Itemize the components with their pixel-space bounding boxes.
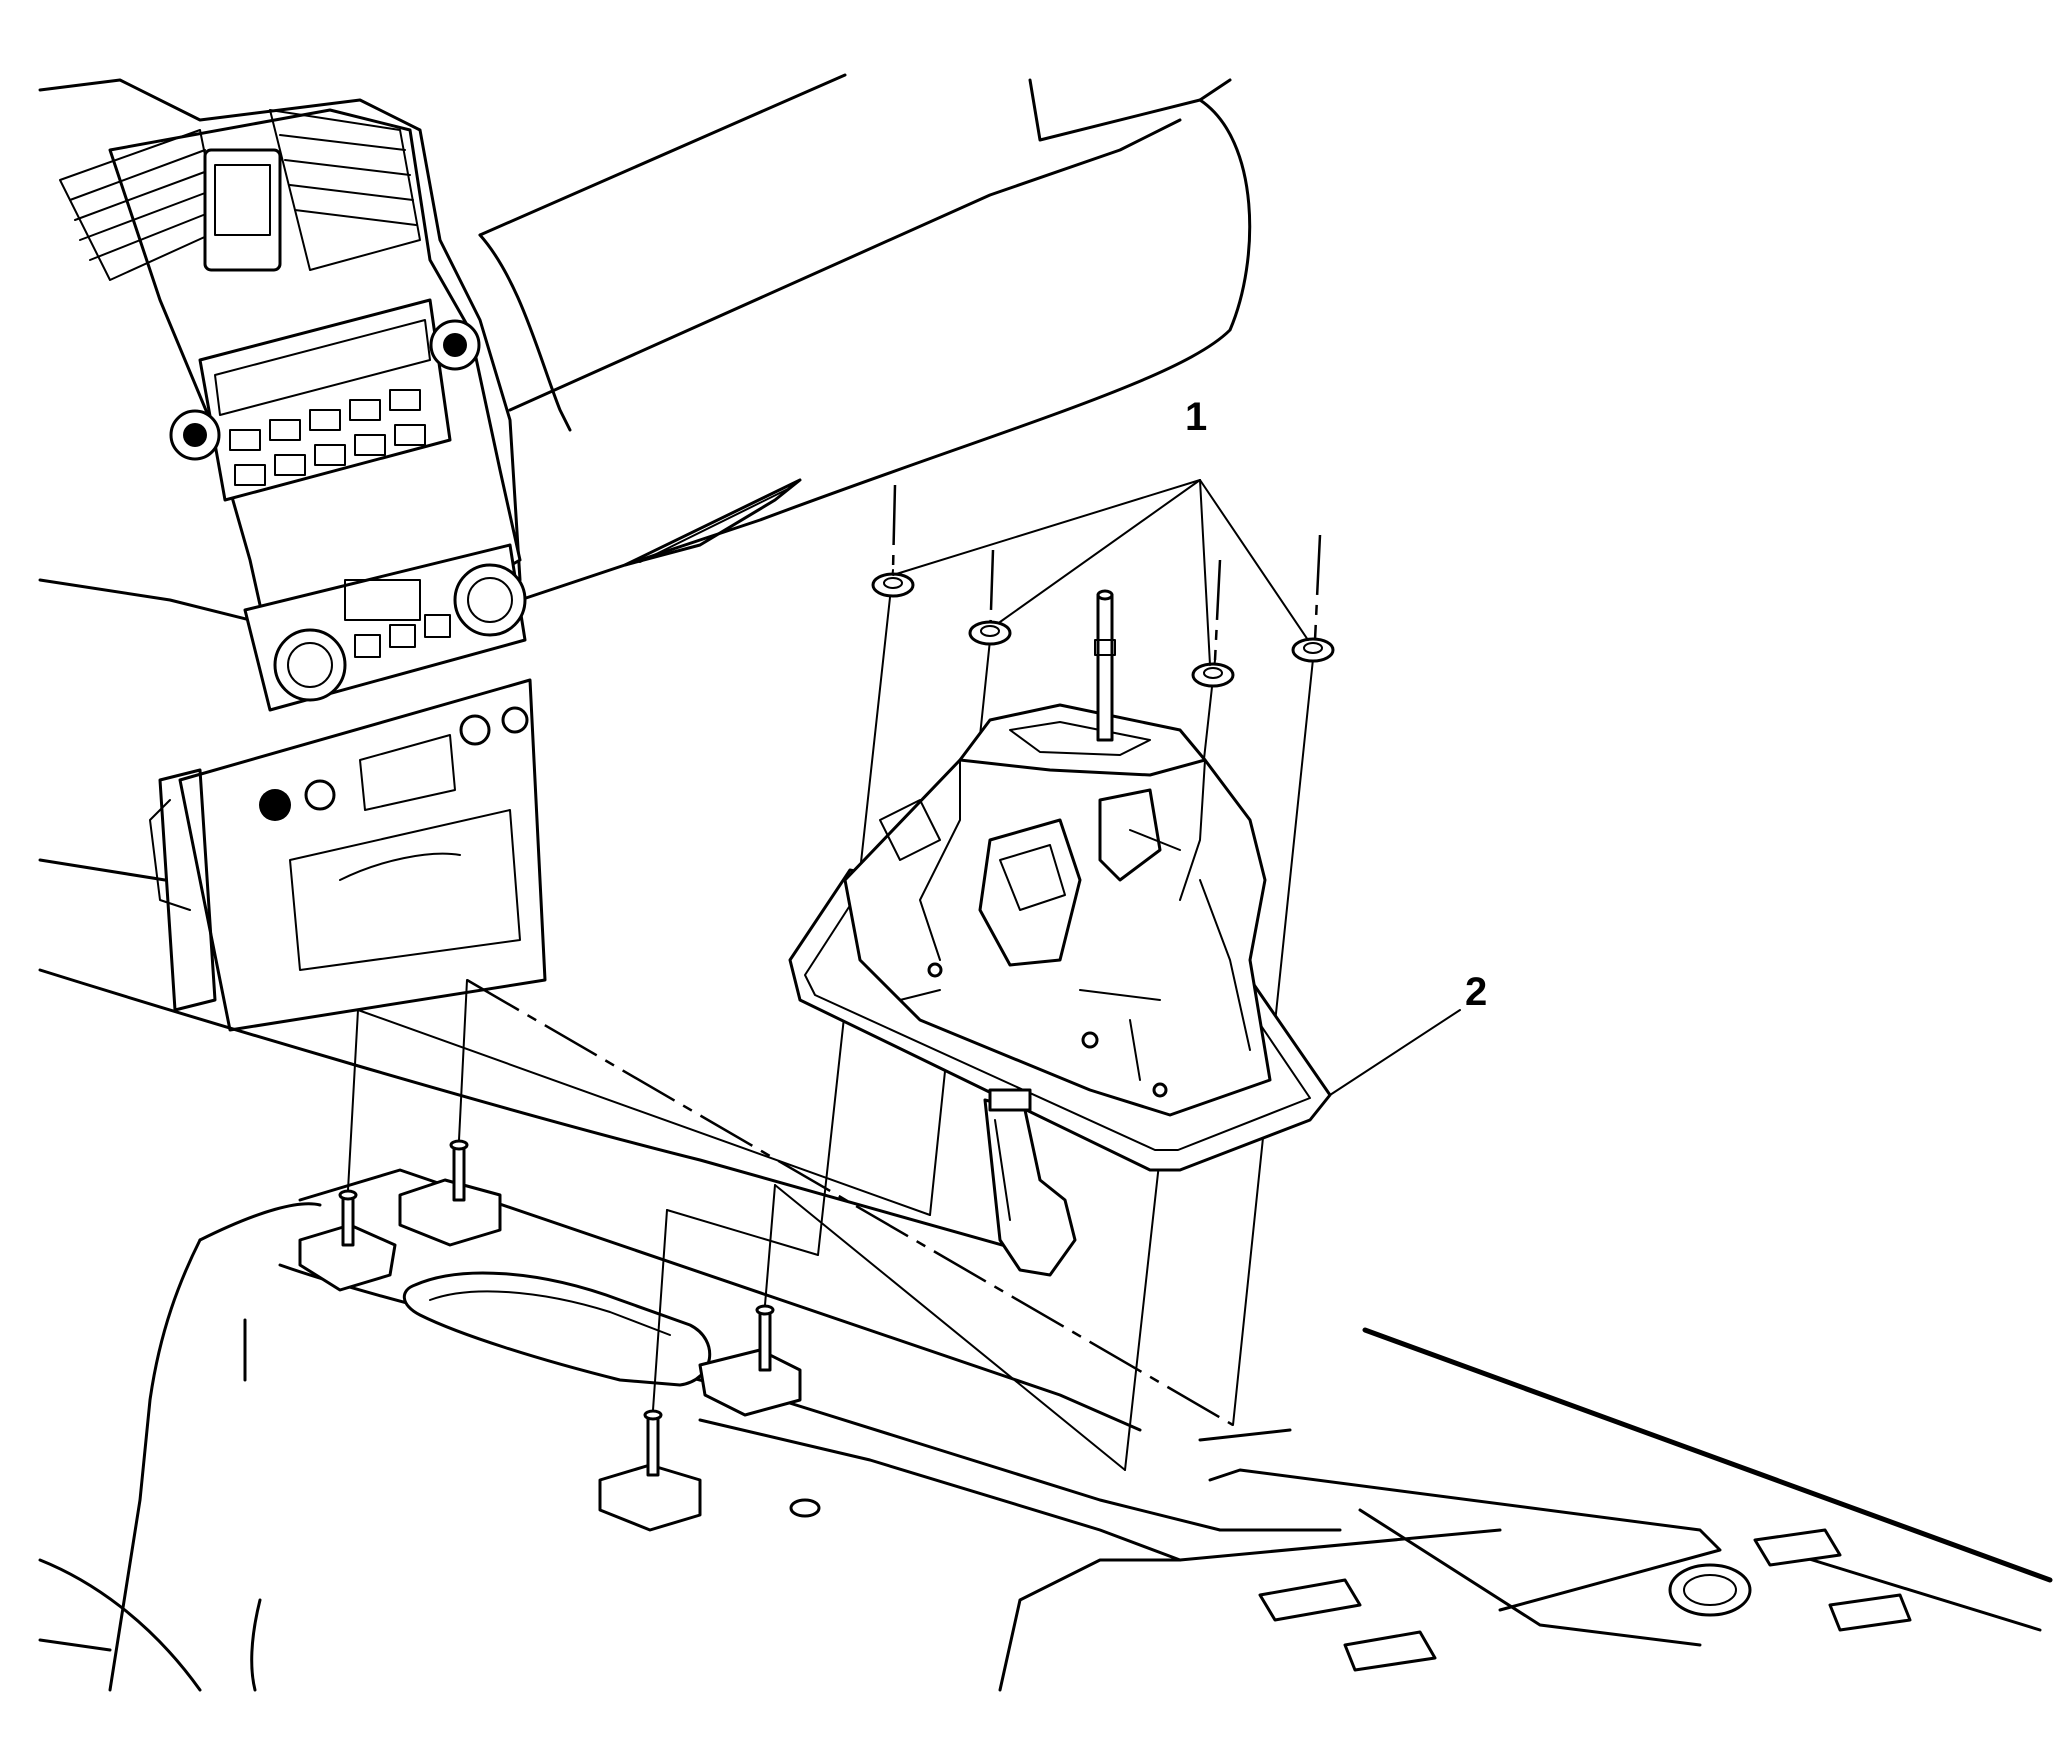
- stud: [643, 1409, 663, 1477]
- radio-buttons: [229, 389, 426, 486]
- callout-2: 2: [1329, 970, 1487, 1096]
- floor-studs: [338, 1139, 775, 1477]
- nut: [1291, 637, 1335, 663]
- instrument-panel: [38, 73, 1252, 1032]
- nut: [1191, 662, 1235, 688]
- callout-1: 1: [892, 395, 1309, 666]
- shifter-assembly: [788, 589, 1332, 1277]
- callout-1-label: 1: [1185, 395, 1207, 439]
- center-stack: [59, 108, 547, 1032]
- nuts: [871, 572, 1335, 688]
- nut: [871, 572, 915, 598]
- nut: [968, 620, 1012, 646]
- stud: [338, 1189, 358, 1247]
- callout-2-label: 2: [1465, 970, 1487, 1014]
- stud: [755, 1304, 775, 1372]
- floor-tunnel: [38, 968, 2053, 1692]
- stud: [449, 1139, 469, 1202]
